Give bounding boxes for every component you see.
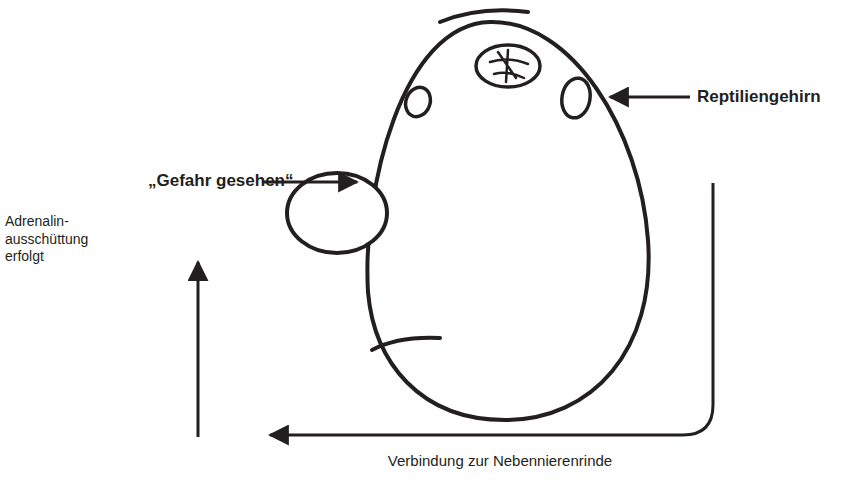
process-note: Adrenalin- ausschüttung erfolgt xyxy=(5,213,100,266)
head-outline xyxy=(367,22,648,420)
flow-arrow xyxy=(270,183,713,435)
mouth xyxy=(372,338,440,350)
leader-arrow xyxy=(610,96,690,99)
callout-label: „Gefahr gesehen“ xyxy=(148,170,308,191)
eye xyxy=(559,76,594,120)
eye xyxy=(402,84,435,120)
brain-symbol xyxy=(476,45,540,87)
hair-stroke xyxy=(440,10,528,22)
connection-label: Verbindung zur Nebennierenrinde xyxy=(360,452,640,471)
callout-label: Reptiliengehirn xyxy=(697,86,847,107)
nose xyxy=(287,173,387,253)
brain-lines xyxy=(490,50,528,82)
flow-arrow xyxy=(197,262,200,437)
